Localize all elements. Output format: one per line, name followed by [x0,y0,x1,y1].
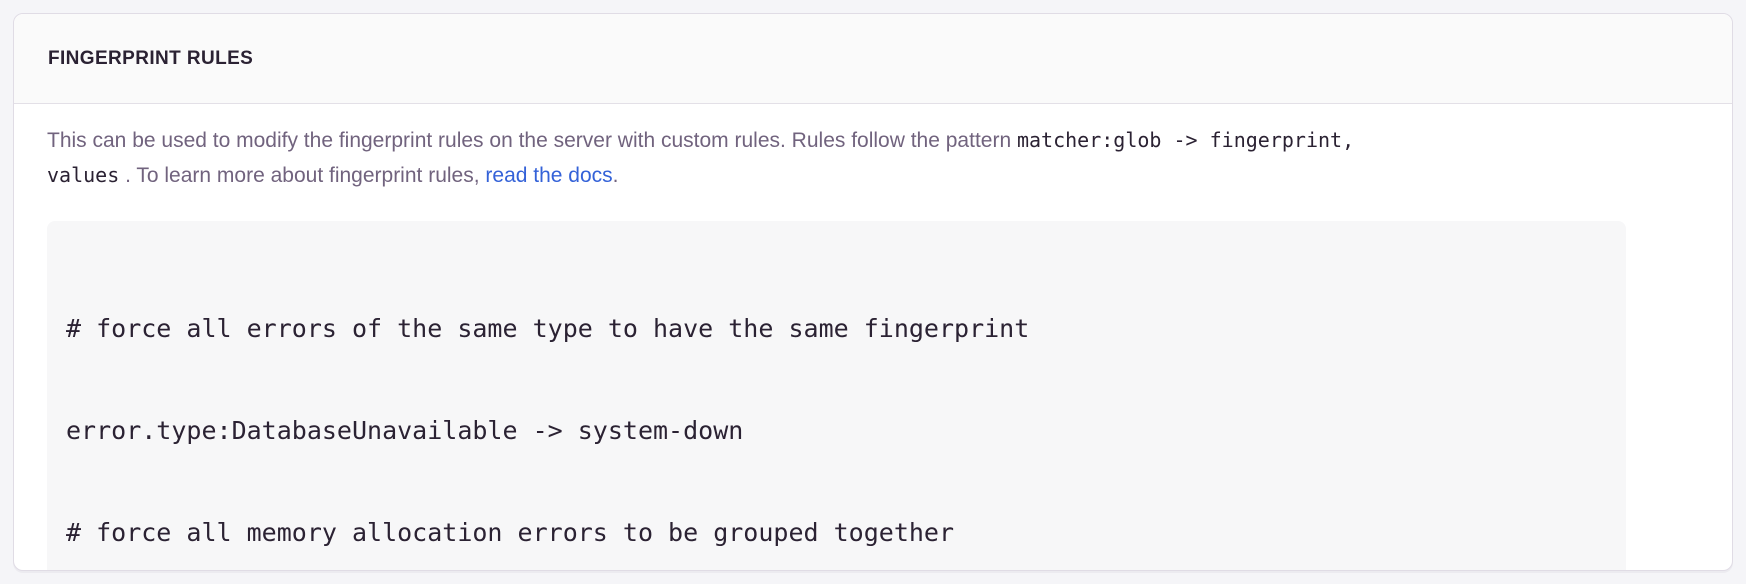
description-segment-intro: This can be used to modify the fingerpri… [47,129,1017,152]
description-segment-middle: . To learn more about fingerprint rules, [119,164,486,187]
inline-code-pattern-part1: matcher:glob -> fingerprint, [1016,128,1355,152]
description-text: This can be used to modify the fingerpri… [47,123,1699,193]
read-the-docs-link[interactable]: read the docs [485,164,613,187]
code-line-comment-2: # force all memory allocation errors to … [66,518,955,547]
description-segment-end: . [612,164,619,187]
code-line-rule-1: error.type:DatabaseUnavailable -> system… [66,416,744,445]
example-code-block: # force all errors of the same type to h… [47,221,1626,570]
fingerprint-rules-panel: FINGERPRINT RULES This can be used to mo… [13,13,1733,571]
code-line-comment-1: # force all errors of the same type to h… [66,314,1030,343]
panel-header: FINGERPRINT RULES [14,14,1732,104]
panel-title: FINGERPRINT RULES [48,47,254,69]
panel-body: This can be used to modify the fingerpri… [14,104,1732,570]
inline-code-pattern-part2: values [47,163,120,187]
